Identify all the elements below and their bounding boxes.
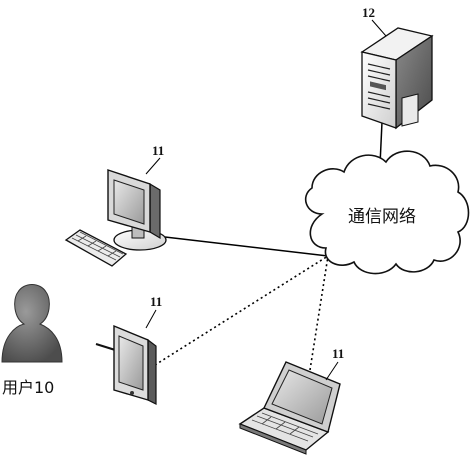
server-id-label: 12 [362,5,375,20]
user-figure: 用户10 [1,284,63,397]
tablet-screen [118,335,144,391]
laptop-base-edge [239,423,307,455]
server-drive-bay [370,81,386,91]
laptop-computer: 11 [238,346,344,455]
user-label: 用户10 [2,378,54,397]
server-label-leader [371,19,387,37]
laptop-keys [251,412,319,442]
tablet-home-button [130,391,134,395]
laptop-screen [271,369,333,425]
laptop-id-label: 11 [332,346,344,361]
user-icon [1,284,63,363]
keyboard-keys [71,231,124,261]
tablet-device: 11 [95,294,162,405]
laptop-label-leader [325,361,339,381]
server-front [361,51,397,129]
server-vents [367,63,391,110]
tablet-body-side [147,338,157,405]
tablet-label-leader [145,309,157,329]
desktop-computer: 11 [64,143,167,267]
network-label: 通信网络 [348,207,416,227]
cloud-shape [304,150,470,275]
communication-network-cloud: 通信网络 [304,150,470,275]
server: 12 [360,5,434,130]
desktop-monitor-side [149,182,161,240]
desktop-screen [113,179,145,225]
link-desktop-cloud [164,236,329,257]
tablet-id-label: 11 [150,294,162,309]
desktop-label-leader [145,157,161,175]
link-laptop-cloud [309,255,329,371]
server-connector [401,93,419,127]
desktop-id-label: 11 [152,143,164,158]
link-tablet-cloud [154,255,329,366]
